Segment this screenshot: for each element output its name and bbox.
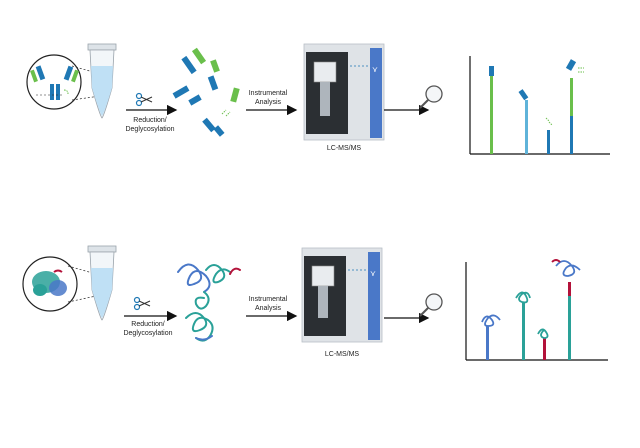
lcms-instrument-icon: ⋎: [301, 247, 383, 343]
spectrum-chart-icon: [465, 259, 608, 361]
tube-icon: [87, 43, 117, 119]
instrument-label: LC-MS/MS: [327, 145, 362, 152]
tube-icon: [87, 245, 117, 321]
peptide-icon: [177, 263, 241, 342]
spectrum-chart-icon: [469, 56, 610, 155]
step1-label-line2: Deglycosylation: [123, 330, 172, 337]
scissors-icon: [133, 296, 151, 311]
bottom-workflow: Reduction/ Deglycosylation Instrumental …: [22, 245, 608, 361]
lcms-instrument-icon: ⋎: [303, 43, 385, 141]
svg-text:⋎: ⋎: [372, 65, 378, 74]
step1-label-line1: Reduction/: [133, 117, 167, 124]
scissors-icon: [135, 92, 153, 107]
step2-label-line2: Analysis: [255, 305, 282, 312]
fragment-icon: [172, 47, 240, 137]
magnifier-icon: [419, 293, 443, 317]
step2-label-line1: Instrumental: [249, 296, 288, 303]
step2-label-line1: Instrumental: [249, 90, 288, 97]
magnifier-icon: [419, 85, 443, 109]
step1-label-line2: Deglycosylation: [125, 126, 174, 133]
svg-text:⋎: ⋎: [370, 269, 376, 278]
protein-structure-icon: [22, 256, 78, 312]
step1-label-line1: Reduction/: [131, 321, 165, 328]
instrument-label: LC-MS/MS: [325, 351, 360, 358]
top-workflow: Reduction/ Deglycosylation Instrumental …: [26, 43, 610, 155]
step2-label-line2: Analysis: [255, 99, 282, 106]
antibody-icon: [26, 54, 82, 110]
